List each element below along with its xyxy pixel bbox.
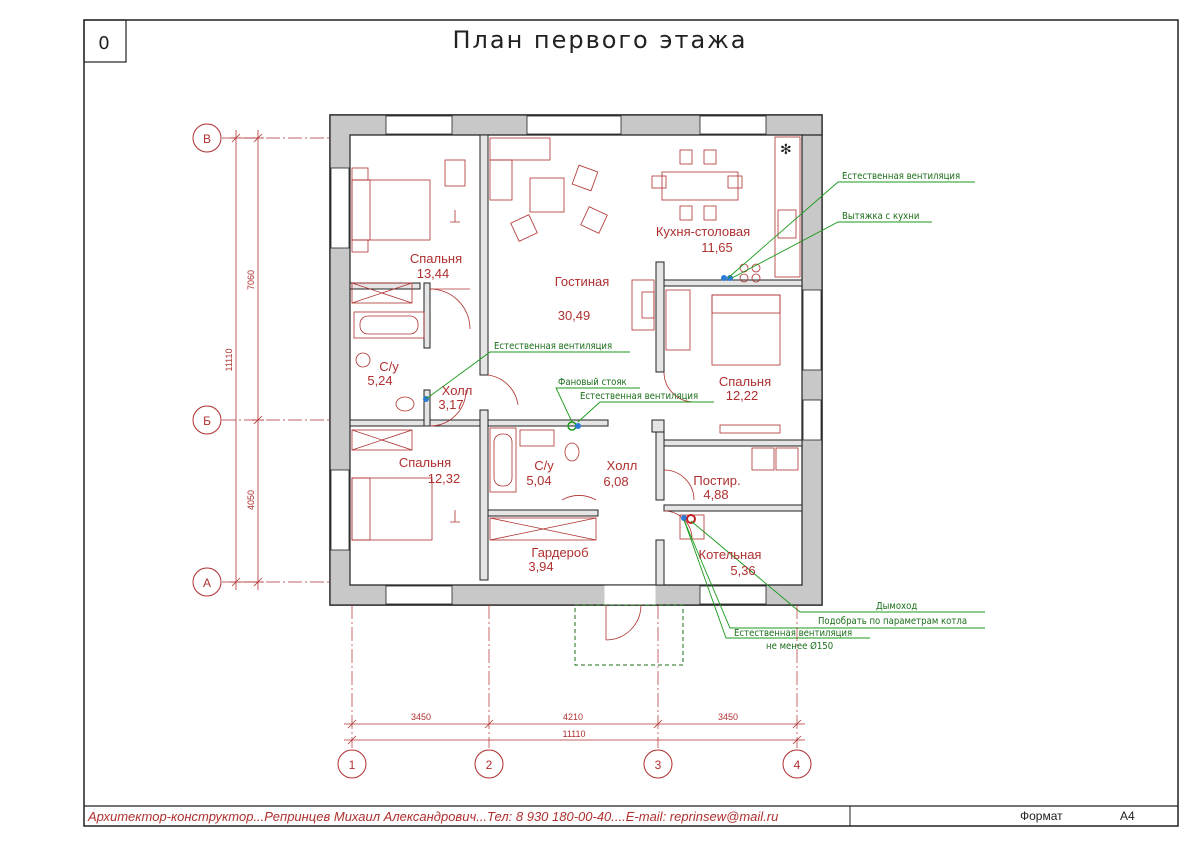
dim-7060: 7060 [246,270,256,290]
room-bedroom-e-name: Спальня [719,374,771,389]
column-axis-markers: 1 2 3 4 [337,749,812,779]
note-vent-kitchen: Естественная вентиляция [842,171,960,182]
room-wc-west-name: С/у [379,359,399,374]
room-hall-small-name: Холл [442,383,473,398]
format-label: Формат [1020,809,1063,823]
room-boiler-name: Котельная [699,547,762,562]
axis-row-b: Б [203,414,211,428]
dim-3450-right: 3450 [718,712,738,722]
exterior-walls [329,114,823,606]
dim-3450-left: 3450 [411,712,431,722]
note-hood-kitchen: Вытяжка с кухни [842,211,919,222]
furniture [351,136,801,541]
note-chimney: Дымоход [876,601,917,612]
axis-row-v: В [203,132,211,146]
axis-col-1: 1 [349,758,356,772]
dim-4210: 4210 [563,712,583,722]
axis-col-2: 2 [486,758,493,772]
room-laundry-area: 4,88 [703,487,728,502]
interior-walls [349,134,803,586]
entry-door [605,604,642,641]
room-wardrobe-area: 3,94 [528,559,553,574]
room-bedroom-nw-name: Спальня [410,251,462,266]
note-fan-riser: Фановый стояк [558,377,627,388]
drawing-title: План первого этажа [452,26,747,54]
room-living-area: 30,49 [558,308,591,323]
axis-col-4: 4 [794,758,801,772]
room-living-name: Гостиная [555,274,610,289]
note-boiler-params: Подобрать по параметрам котла [818,616,967,627]
room-wc-center-name: С/у [534,458,554,473]
dim-4050: 4050 [246,490,256,510]
door-swings [429,288,695,540]
note-vent-boiler-min: не менее Ø150 [766,641,833,652]
vertical-dimensions [230,130,264,590]
entrance-porch [574,604,684,666]
room-bedroom-nw-area: 13,44 [417,266,450,281]
note-vent-hall: Естественная вентиляция [494,341,612,352]
ventilation-notes: Естественная вентиляция Вытяжка с кухни … [494,171,967,652]
room-wc-west-area: 5,24 [367,373,392,388]
room-kitchen-area: 11,65 [701,240,733,255]
svg-text:✻: ✻ [780,142,792,158]
room-hall-center-area: 6,08 [603,474,628,489]
room-wardrobe-name: Гардероб [531,545,588,560]
axis-col-3: 3 [655,758,662,772]
dim-11110-vertical: 11110 [224,348,234,371]
author-info: Архитектор-конструктор...Репринцев Михаи… [87,809,778,824]
room-wc-center-area: 5,04 [526,473,551,488]
dim-11110-horizontal: 11110 [562,729,585,739]
room-bedroom-sw-area: 12,32 [428,471,461,486]
sheet-frame [83,19,1179,827]
room-bedroom-sw-name: Спальня [399,455,451,470]
room-labels: Спальня 13,44 Гостиная 30,49 Кухня-столо… [367,224,771,578]
sheet-number: 0 [98,33,111,54]
horizontal-dimensions [344,719,805,745]
room-kitchen-name: Кухня-столовая [656,224,750,239]
sheet-number-box [83,19,127,63]
format-value: А4 [1120,809,1135,823]
row-axis-markers: В Б А [192,123,222,597]
annotation-leaders [425,181,985,639]
room-boiler-area: 5,36 [730,563,755,578]
note-vent-wc: Естественная вентиляция [580,391,698,402]
axis-row-a: А [203,576,211,590]
room-hall-small-area: 3,17 [438,397,463,412]
room-bedroom-e-area: 12,22 [726,388,759,403]
room-laundry-name: Постир. [693,473,740,488]
note-vent-boiler: Естественная вентиляция [734,628,852,639]
room-hall-center-name: Холл [607,458,638,473]
